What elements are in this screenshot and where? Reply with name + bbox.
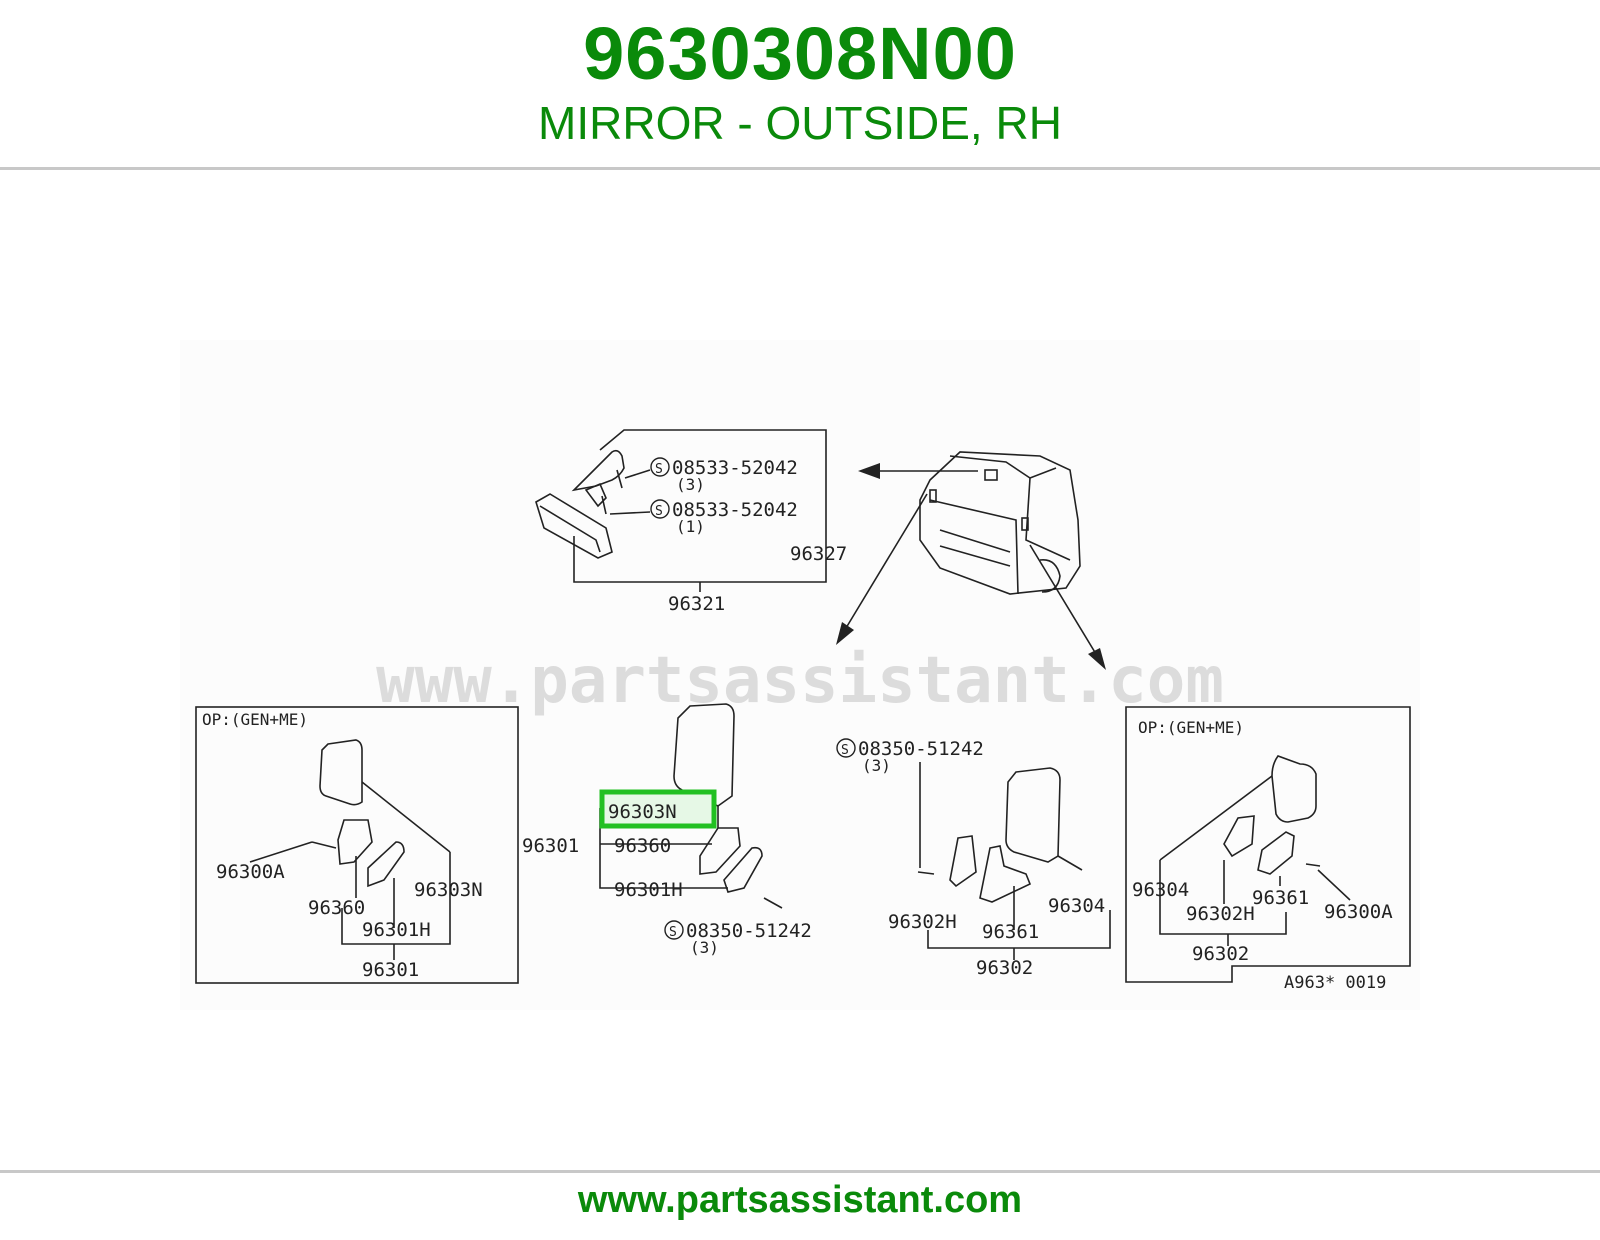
label-right-96302h[interactable]: 96302H xyxy=(1186,903,1255,925)
label-inside-bolt-b[interactable]: 08533-52042 xyxy=(672,499,798,521)
label-right-96304[interactable]: 96304 xyxy=(1132,879,1189,901)
diagram-reference-code: A963* 0019 xyxy=(1284,973,1386,993)
inside-mirror-mount-icon xyxy=(571,449,625,492)
label-left-96301[interactable]: 96301 xyxy=(362,959,419,981)
label-right-option: OP:(GEN+ME) xyxy=(1138,718,1244,737)
inside-mirror-group xyxy=(535,429,827,592)
label-right-96302[interactable]: 96302 xyxy=(1192,943,1249,965)
part-name-subtitle: MIRROR - OUTSIDE, RH xyxy=(538,97,1062,149)
label-highlighted-96303n[interactable]: 96303N xyxy=(608,801,677,823)
standard-part-symbol xyxy=(650,499,670,519)
label-inside-bolt-b-qty: (1) xyxy=(676,517,705,536)
watermark-text: www.partsassistant.com xyxy=(376,644,1224,718)
standard-part-letter: S xyxy=(655,504,663,519)
left-option-mirror-icon xyxy=(311,739,451,888)
label-right-96300a[interactable]: 96300A xyxy=(1324,901,1393,923)
label-inside-bolt-a[interactable]: 08533-52042 xyxy=(672,457,798,479)
van-outline-icon xyxy=(919,451,1081,595)
label-center-96301h[interactable]: 96301H xyxy=(614,879,683,901)
label-center-bolt-qty: (3) xyxy=(690,938,719,957)
std-mirror-alt-icon xyxy=(917,767,1083,903)
label-left-option: OP:(GEN+ME) xyxy=(202,710,308,729)
standard-part-letter: S xyxy=(669,925,677,940)
label-cr-bolt-qty: (3) xyxy=(862,756,891,775)
standard-part-letter: S xyxy=(841,743,849,758)
standard-part-letter: S xyxy=(655,462,663,477)
label-cr-96302[interactable]: 96302 xyxy=(976,957,1033,979)
standard-part-symbol xyxy=(836,738,856,758)
arrow-to-std-mirror xyxy=(845,493,928,629)
footer-divider xyxy=(0,1170,1600,1173)
footer-site-link[interactable]: www.partsassistant.com xyxy=(577,1179,1023,1221)
label-center-96301[interactable]: 96301 xyxy=(522,835,579,857)
label-96327[interactable]: 96327 xyxy=(790,543,847,565)
label-left-96360[interactable]: 96360 xyxy=(308,897,365,919)
label-cr-bolt[interactable]: 08350-51242 xyxy=(858,738,984,760)
right-option-box xyxy=(1125,706,1411,983)
part-number-title: 9630308N00 xyxy=(583,12,1017,95)
label-right-96361[interactable]: 96361 xyxy=(1252,887,1309,909)
label-left-96303n[interactable]: 96303N xyxy=(414,879,483,901)
arrow-to-rh-mirror xyxy=(1029,544,1097,655)
label-96321[interactable]: 96321 xyxy=(668,593,725,615)
standard-part-symbol xyxy=(650,457,670,477)
header-divider xyxy=(0,167,1600,170)
inside-mirror-bracket-line xyxy=(573,429,827,583)
label-center-bolt[interactable]: 08350-51242 xyxy=(686,920,812,942)
highlighted-part-box[interactable] xyxy=(599,789,717,829)
left-option-box xyxy=(195,706,519,984)
label-cr-96361[interactable]: 96361 xyxy=(982,921,1039,943)
std-mirror-rh-icon xyxy=(673,703,783,909)
label-cr-96302h[interactable]: 96302H xyxy=(888,911,957,933)
label-left-96300a[interactable]: 96300A xyxy=(216,861,285,883)
label-left-96301h[interactable]: 96301H xyxy=(362,919,431,941)
inside-mirror-glass-icon xyxy=(535,493,613,559)
standard-part-symbol xyxy=(664,920,684,940)
label-center-96360[interactable]: 96360 xyxy=(614,835,671,857)
diagram-background xyxy=(180,340,1420,1010)
page-header: 9630308N00 MIRROR - OUTSIDE, RH xyxy=(0,0,1600,170)
label-cr-96304[interactable]: 96304 xyxy=(1048,895,1105,917)
right-option-mirror-icon xyxy=(1159,755,1321,875)
label-inside-bolt-a-qty: (3) xyxy=(676,475,705,494)
